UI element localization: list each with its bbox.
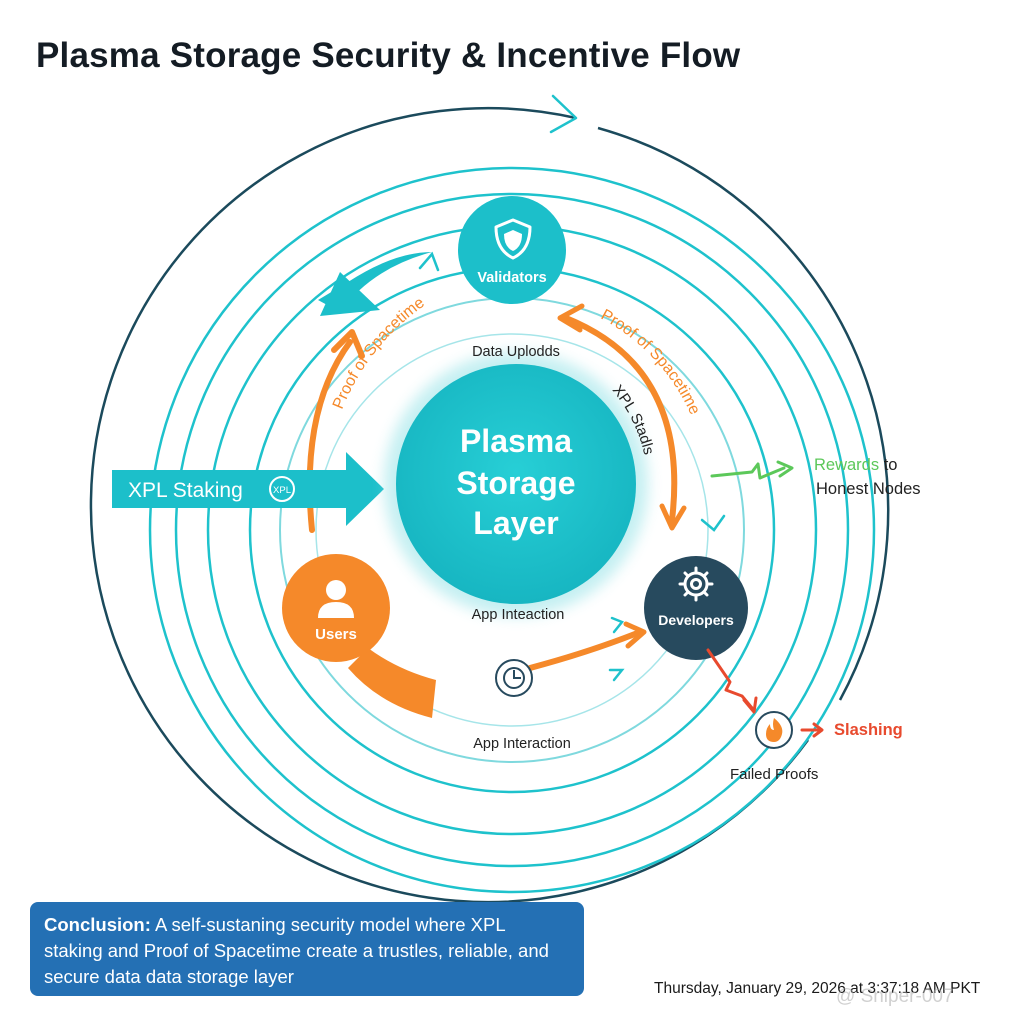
center-node: Plasma Storage Layer	[384, 352, 648, 616]
app-interaction-label: App Interaction	[473, 736, 571, 752]
center-label-line2: Storage	[456, 465, 575, 501]
rewards-to-label: to	[879, 456, 897, 474]
app-inteaction-label: App Inteaction	[472, 607, 565, 623]
slashing-label: Slashing	[834, 721, 903, 739]
outer-ring-top-arrow	[549, 94, 578, 134]
validators-node[interactable]: Validators	[458, 196, 566, 304]
gear-icon	[678, 566, 714, 602]
fire-icon	[755, 711, 793, 749]
ring-2	[148, 166, 876, 894]
timestamp: Thursday, January 29, 2026 at 3:37:18 AM…	[654, 980, 981, 997]
rewards-arrow	[710, 460, 794, 480]
ring-7	[315, 333, 709, 727]
orange-swoosh-bottom	[348, 648, 436, 718]
xpl-staking-arrow: XPL Staking XPL	[112, 452, 384, 526]
developers-node[interactable]: Developers	[644, 556, 748, 660]
page-title: Plasma Storage Security & Incentive Flow	[36, 36, 741, 75]
watermark: @ Sniper-007	[836, 986, 954, 1007]
shield-icon	[494, 218, 532, 260]
rewards-label: Rewards	[814, 456, 879, 474]
center-label-line1: Plasma	[460, 423, 572, 459]
developers-label: Developers	[658, 612, 734, 628]
conclusion-box: Conclusion: A self-sustaning security mo…	[30, 902, 584, 996]
clock-icon	[495, 659, 533, 697]
users-node[interactable]: Users	[282, 554, 390, 662]
xpl-badge: XPL	[273, 485, 291, 496]
outer-ring-right	[597, 126, 890, 701]
conclusion-line1: A self-sustaning security model where XP…	[150, 914, 506, 935]
conclusion-heading: Conclusion:	[44, 914, 151, 935]
users-label: Users	[315, 626, 357, 643]
data-uploads-label: Data Uplodds	[472, 344, 560, 360]
proof-right-arrow	[563, 315, 678, 523]
svg-text:Rewards to: Rewards to	[814, 456, 897, 474]
honest-nodes-label: Honest Nodes	[816, 480, 921, 498]
app-inteaction-arrow	[527, 629, 643, 671]
failed-proofs-label: Failed Proofs	[730, 766, 818, 783]
validators-label: Validators	[477, 270, 546, 286]
conclusion-line3: secure data data storage layer	[44, 966, 294, 987]
ring-3	[174, 192, 850, 868]
slashing-arrow	[706, 648, 824, 738]
center-label-line3: Layer	[473, 505, 558, 541]
outer-rings	[89, 94, 890, 904]
user-icon	[326, 580, 346, 600]
conclusion-line2: staking and Proof of Spacetime create a …	[44, 940, 549, 961]
outer-ring-dark	[89, 106, 810, 904]
xpl-staking-label: XPL Staking	[128, 479, 243, 502]
